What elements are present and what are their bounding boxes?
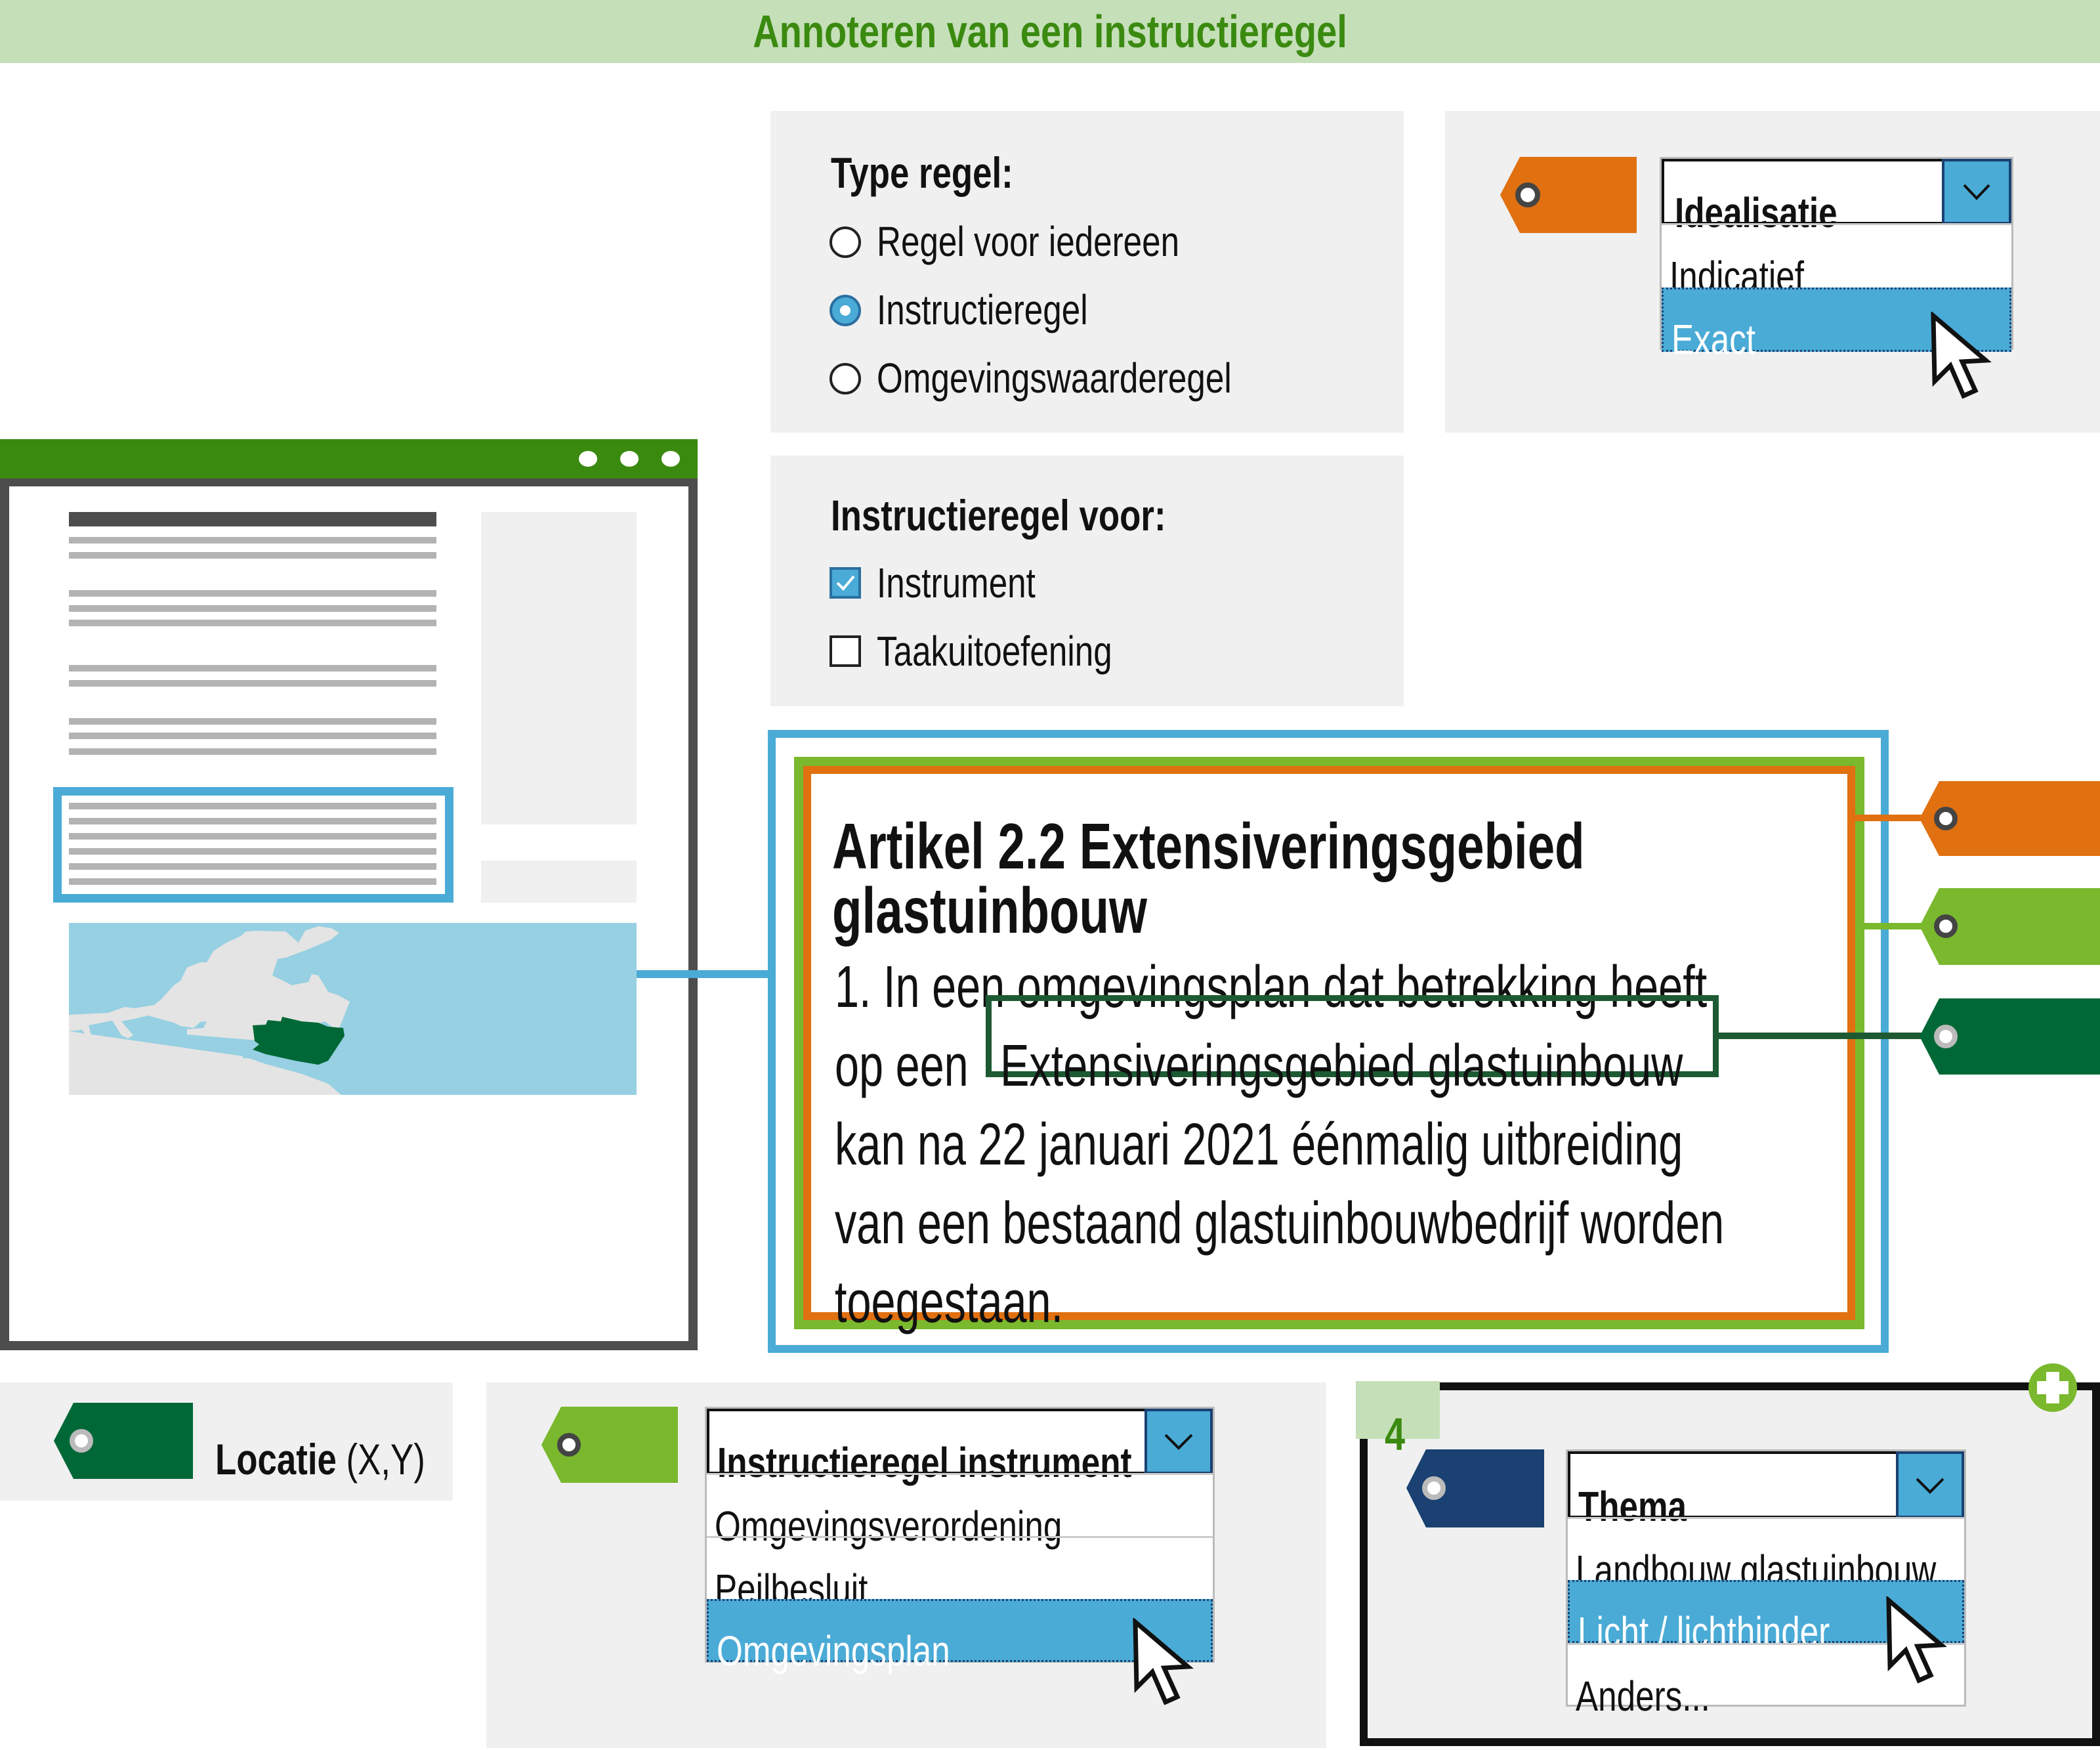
article-text: toegestaan. (835, 1270, 1064, 1335)
option-label: Licht / lichthinder (1578, 1608, 1830, 1655)
step-number: 4 (1385, 1409, 1406, 1460)
window-dot-icon (662, 451, 680, 467)
doc-text-line (69, 665, 436, 672)
dropdown-option[interactable]: Indicatief (1662, 223, 2011, 297)
doc-text-line (69, 833, 436, 840)
dropdown-option[interactable]: Landbouw glastuinbouw (1568, 1517, 1964, 1591)
window-dot-icon (579, 451, 597, 467)
checkmark-icon (836, 575, 855, 591)
checkbox-taakuitoefening[interactable] (830, 635, 861, 667)
doc-text-line (69, 680, 436, 687)
idealisatie-dropdown[interactable]: Idealisatie Indicatief Exact (1660, 157, 2013, 360)
doc-text-line (69, 803, 436, 809)
doc-text-line (69, 848, 436, 855)
option-label: Omgevingsverordening (715, 1503, 1062, 1550)
title-bar: Annoteren van een instructieregel (0, 0, 2100, 63)
dropdown-header-label: Instructieregel instrument (717, 1439, 1132, 1486)
light-green-tag-icon (1920, 888, 2100, 965)
instructieregel-voor-heading: Instructieregel voor: (831, 491, 1166, 540)
option-label: Anders... (1576, 1673, 1710, 1720)
locatie-suffix: (X,Y) (346, 1435, 425, 1483)
dropdown-header[interactable]: Instructieregel instrument (707, 1409, 1213, 1483)
add-plus-icon[interactable] (2028, 1363, 2078, 1413)
chevron-down-icon[interactable] (1144, 1409, 1213, 1474)
map-thumbnail (69, 923, 637, 1095)
page-title: Annoteren van een instructieregel (753, 6, 1347, 57)
doc-text-line (69, 818, 436, 824)
checkbox-label: Taakuitoefening (877, 628, 1112, 675)
article-text: op een (835, 1033, 969, 1099)
dropdown-header-label: Thema (1578, 1483, 1687, 1530)
chevron-down-icon[interactable] (1942, 159, 2011, 224)
connector-line (1864, 923, 1927, 929)
location-annotation-box[interactable] (986, 995, 1719, 1077)
step-badge: 4 (1356, 1381, 1440, 1457)
mouse-cursor-icon (1931, 312, 1992, 399)
radio-label: Omgevingswaarderegel (877, 354, 1232, 402)
light-green-tag-icon (541, 1407, 678, 1483)
orange-tag-icon (1920, 781, 2100, 856)
radio-omgevingswaarderegel[interactable] (830, 363, 861, 395)
locatie-label: Locatie (X,Y) (215, 1438, 425, 1481)
instructieregel-voor-panel (770, 456, 1404, 706)
type-regel-heading: Type regel: (831, 148, 1013, 197)
option-label: Omgevingsplan (717, 1627, 950, 1675)
chevron-down-icon[interactable] (1896, 1451, 1964, 1518)
doc-text-line (69, 718, 436, 725)
article-text: 1. In een omgevingsplan dat betrekking h… (835, 954, 1708, 1020)
article-frame (768, 730, 1889, 1353)
option-label: Exact (1671, 316, 1756, 363)
dropdown-option-selected[interactable]: Omgevingsplan (707, 1599, 1213, 1672)
doc-text-line (69, 863, 436, 870)
sidebar-block (481, 861, 637, 903)
doc-text-line (69, 733, 436, 739)
locatie-title: Locatie (215, 1435, 337, 1483)
connector-line (1855, 815, 1927, 821)
browser-divider (0, 479, 698, 486)
doc-text-line (69, 748, 436, 755)
type-regel-panel (770, 111, 1404, 433)
window-dot-icon (620, 451, 639, 467)
sidebar-block (481, 512, 637, 824)
dark-green-tag-icon (54, 1403, 193, 1479)
article-text: kan na 22 januari 2021 éénmalig uitbreid… (835, 1112, 1683, 1178)
dropdown-option[interactable]: Anders... (1568, 1643, 1964, 1717)
doc-text-line (69, 552, 436, 559)
dropdown-header[interactable]: Idealisatie (1662, 159, 2011, 234)
radio-regel-voor-iedereen[interactable] (830, 226, 861, 258)
doc-text-line (69, 590, 436, 597)
doc-text-line (69, 537, 436, 544)
doc-text-line (69, 878, 436, 885)
article-title: Artikel 2.2 Extensiveringsgebied (832, 810, 1585, 882)
radio-instructieregel[interactable] (830, 295, 861, 326)
dropdown-option[interactable]: Omgevingsverordening (707, 1473, 1213, 1547)
annotated-phrase: Extensiveringsgebied glastuinbouw (1000, 1033, 1683, 1099)
orange-tag-icon (1500, 157, 1637, 233)
doc-text-line (69, 605, 436, 612)
dropdown-header-label: Idealisatie (1675, 189, 1838, 236)
article-text: van een bestaand glastuinbouwbedrijf wor… (835, 1191, 1725, 1256)
radio-label: Regel voor iedereen (877, 218, 1180, 265)
connector-line (1719, 1033, 1929, 1039)
radio-label: Instructieregel (877, 286, 1088, 333)
navy-tag-icon (1406, 1449, 1544, 1527)
checkbox-label: Instrument (877, 559, 1036, 607)
article-orange-frame (803, 766, 1855, 1320)
browser-titlebar (0, 439, 698, 479)
article-title: glastuinbouw (832, 874, 1147, 947)
doc-text-line (69, 620, 436, 626)
article-green-frame (794, 757, 1864, 1329)
checkbox-instrument[interactable] (830, 567, 861, 599)
mouse-cursor-icon (1886, 1596, 1947, 1684)
instrument-dropdown[interactable]: Instructieregel instrument Omgevingsvero… (705, 1407, 1215, 1672)
highlighted-article-block (53, 787, 453, 903)
doc-heading-line (69, 512, 436, 526)
dropdown-header[interactable]: Thema (1568, 1451, 1964, 1527)
mouse-cursor-icon (1133, 1618, 1194, 1705)
dropdown-option[interactable]: Peilbesluit (707, 1536, 1213, 1610)
dark-green-tag-icon (1920, 998, 2100, 1075)
